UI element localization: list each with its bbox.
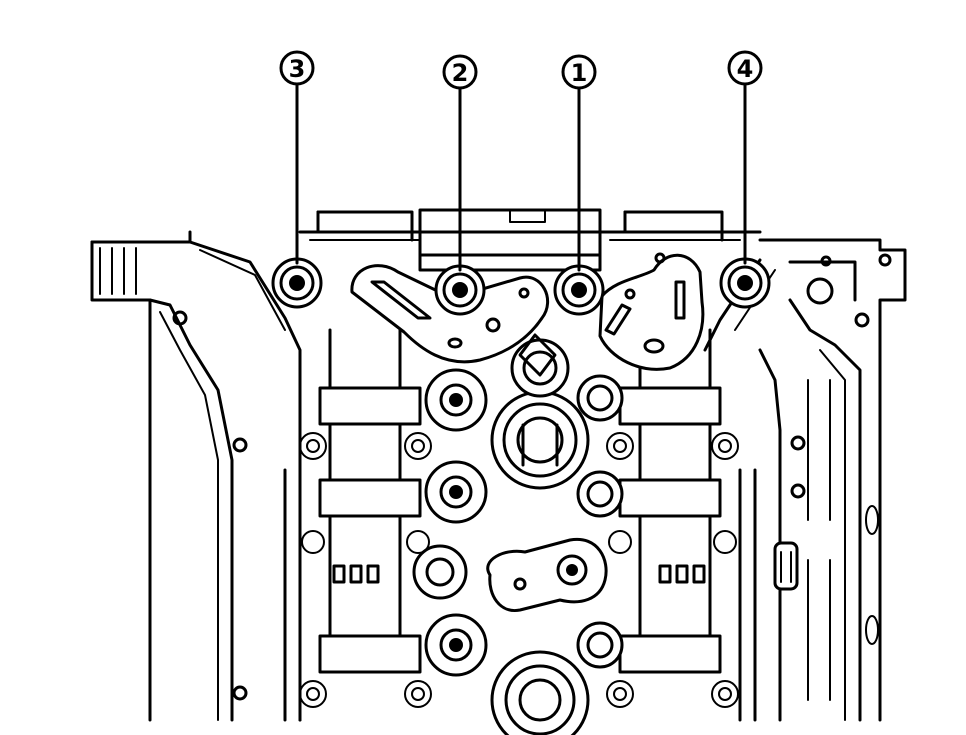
upper-right-bracket bbox=[598, 252, 705, 371]
camshaft-journals bbox=[412, 333, 624, 735]
bolt-3 bbox=[271, 80, 323, 309]
callout-2-label: 2 bbox=[452, 59, 469, 87]
callout-1-label: 1 bbox=[571, 59, 588, 87]
callout-4: 4 bbox=[727, 50, 763, 86]
callout-4-label: 4 bbox=[737, 55, 754, 83]
callout-2: 2 bbox=[442, 54, 478, 90]
upper-left-bracket bbox=[350, 264, 549, 364]
cap-bolts bbox=[299, 432, 739, 708]
callout-3-label: 3 bbox=[289, 55, 306, 83]
bolt-4 bbox=[719, 80, 771, 309]
bolt-2 bbox=[434, 84, 486, 316]
callout-3: 3 bbox=[279, 50, 315, 86]
bolt-1 bbox=[553, 84, 605, 316]
top-cover bbox=[298, 208, 762, 272]
lower-bracket bbox=[486, 537, 608, 612]
callout-1: 1 bbox=[561, 54, 597, 90]
